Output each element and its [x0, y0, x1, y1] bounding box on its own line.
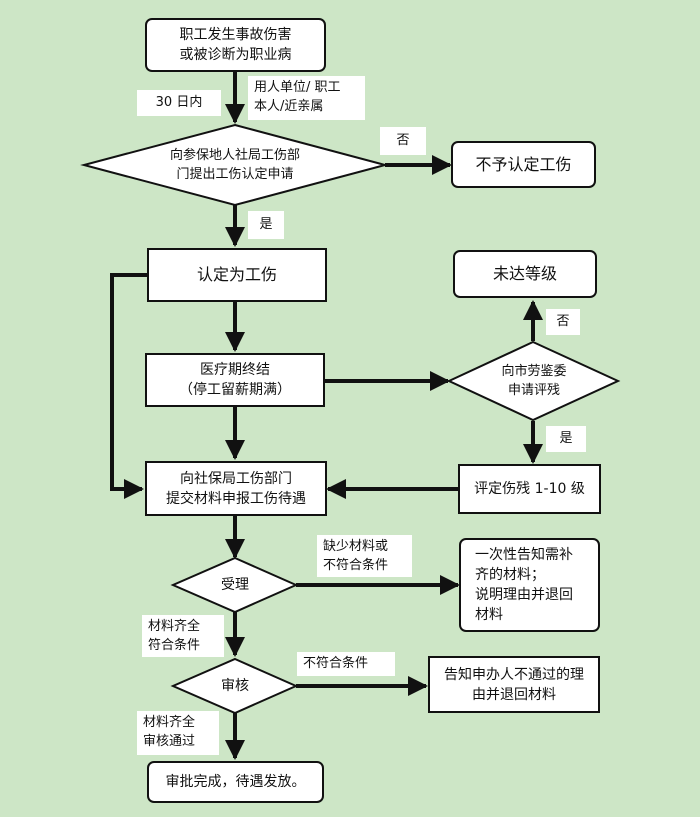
node-start: 职工发生事故伤害 或被诊断为职业病 — [145, 18, 326, 72]
label-missing-materials: 缺少材料或 不符合条件 — [317, 535, 412, 577]
node-disability-grade: 评定伤残 1-10 级 — [458, 464, 601, 514]
label-no-1: 否 — [380, 127, 426, 155]
label-yes-1: 是 — [248, 211, 284, 239]
decision-accept-shape — [170, 556, 299, 614]
label-not-qualified: 不符合条件 — [297, 652, 395, 676]
node-submit: 向社保局工伤部门 提交材料申报工伤待遇 — [145, 461, 327, 516]
node-complete: 审批完成，待遇发放。 — [147, 761, 324, 803]
label-yes-2: 是 — [546, 426, 586, 452]
node-notify-reject: 告知申办人不通过的理 由并退回材料 — [428, 656, 600, 713]
node-notify-supplement: 一次性告知需补 齐的材料； 说明理由并退回 材料 — [459, 538, 600, 632]
node-medical-end: 医疗期终结 （停工留薪期满） — [145, 353, 325, 407]
edge-recognized-bypass-to-submit — [110, 273, 147, 499]
label-within-30-days: 30 日内 — [137, 90, 221, 116]
label-materials-ok: 材料齐全 符合条件 — [142, 615, 224, 657]
node-review: 审核 — [221, 677, 249, 694]
node-apply: 向参保地人社局工伤部 门提出工伤认定申请 — [169, 148, 300, 182]
node-recognized: 认定为工伤 — [147, 248, 327, 302]
node-not-graded: 未达等级 — [453, 250, 597, 298]
label-review-passed: 材料齐全 审核通过 — [137, 711, 219, 755]
node-appraisal: 向市劳鉴委 申请评残 — [501, 364, 567, 398]
label-no-2: 否 — [546, 309, 580, 335]
decision-appraisal-shape — [446, 340, 621, 422]
node-accept: 受理 — [221, 576, 249, 593]
node-not-recognized: 不予认定工伤 — [451, 141, 596, 188]
label-applicant: 用人单位/ 职工 本人/近亲属 — [248, 76, 365, 120]
decision-review-shape — [170, 657, 299, 715]
decision-apply-shape — [80, 123, 389, 207]
